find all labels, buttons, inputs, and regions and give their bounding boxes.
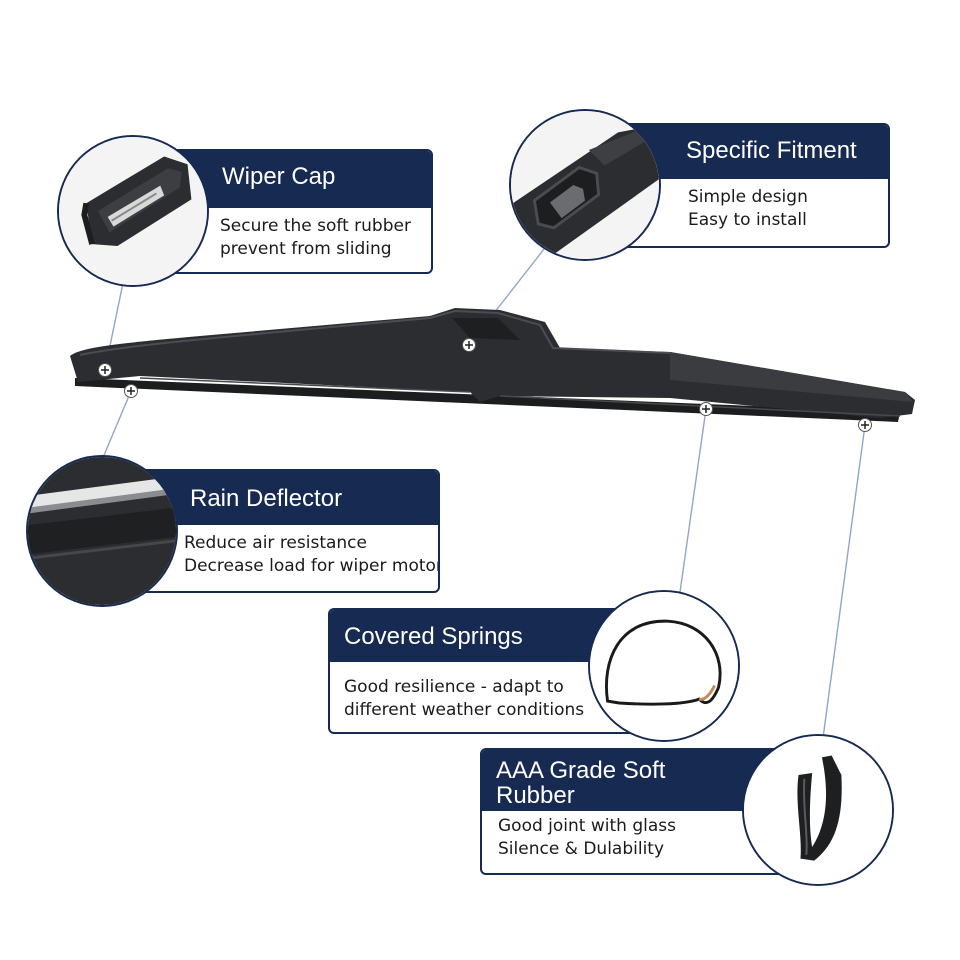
specific-fitment-description: Simple design Easy to install [610,179,888,231]
soft-rubber-title-line-1: AAA Grade Soft [496,757,666,784]
covered-springs-description: Good resilience - adapt to different wea… [330,662,642,721]
rain-deflector-line-1: Reduce air resistance [184,533,367,553]
marker-specific-fitment [462,338,476,352]
soft-rubber-card: AAA Grade Soft Rubber Good joint with gl… [480,748,790,875]
soft-rubber-title: AAA Grade Soft Rubber [482,750,788,811]
soft-rubber-closeup [742,734,894,886]
marker-soft-rubber [858,418,872,432]
soft-rubber-line-2: Silence & Dulability [498,838,665,859]
wiper-cap-line-2: prevent from sliding [220,238,392,259]
specific-fitment-line-2: Easy to install [688,209,807,230]
rain-deflector-description: Reduce air resistance Decrease load for … [120,525,438,577]
marker-covered-springs [699,402,713,416]
covered-springs-line-1: Good resilience - adapt to [344,677,564,697]
specific-fitment-line-1: Simple design [688,187,808,207]
soft-rubber-line-1: Good joint with glass [498,816,676,836]
marker-rain-deflector [124,384,138,398]
soft-rubber-title-line-2: Rubber [496,782,575,809]
covered-springs-closeup [588,590,740,742]
wiper-cap-description: Secure the soft rubber prevent from slid… [150,208,431,260]
specific-fitment-closeup [509,109,661,261]
wiper-cap-closeup [57,135,209,287]
wiper-blade [70,308,915,422]
covered-springs-line-2: different weather conditions [344,699,585,720]
marker-wiper-cap [98,363,112,377]
rain-deflector-line-2: Decrease load for wiper motor [184,555,440,576]
soft-rubber-description: Good joint with glass Silence & Dulabili… [482,811,788,860]
marker-points [98,338,872,432]
wiper-cap-line-1: Secure the soft rubber [220,216,411,236]
rain-deflector-closeup [26,455,178,607]
